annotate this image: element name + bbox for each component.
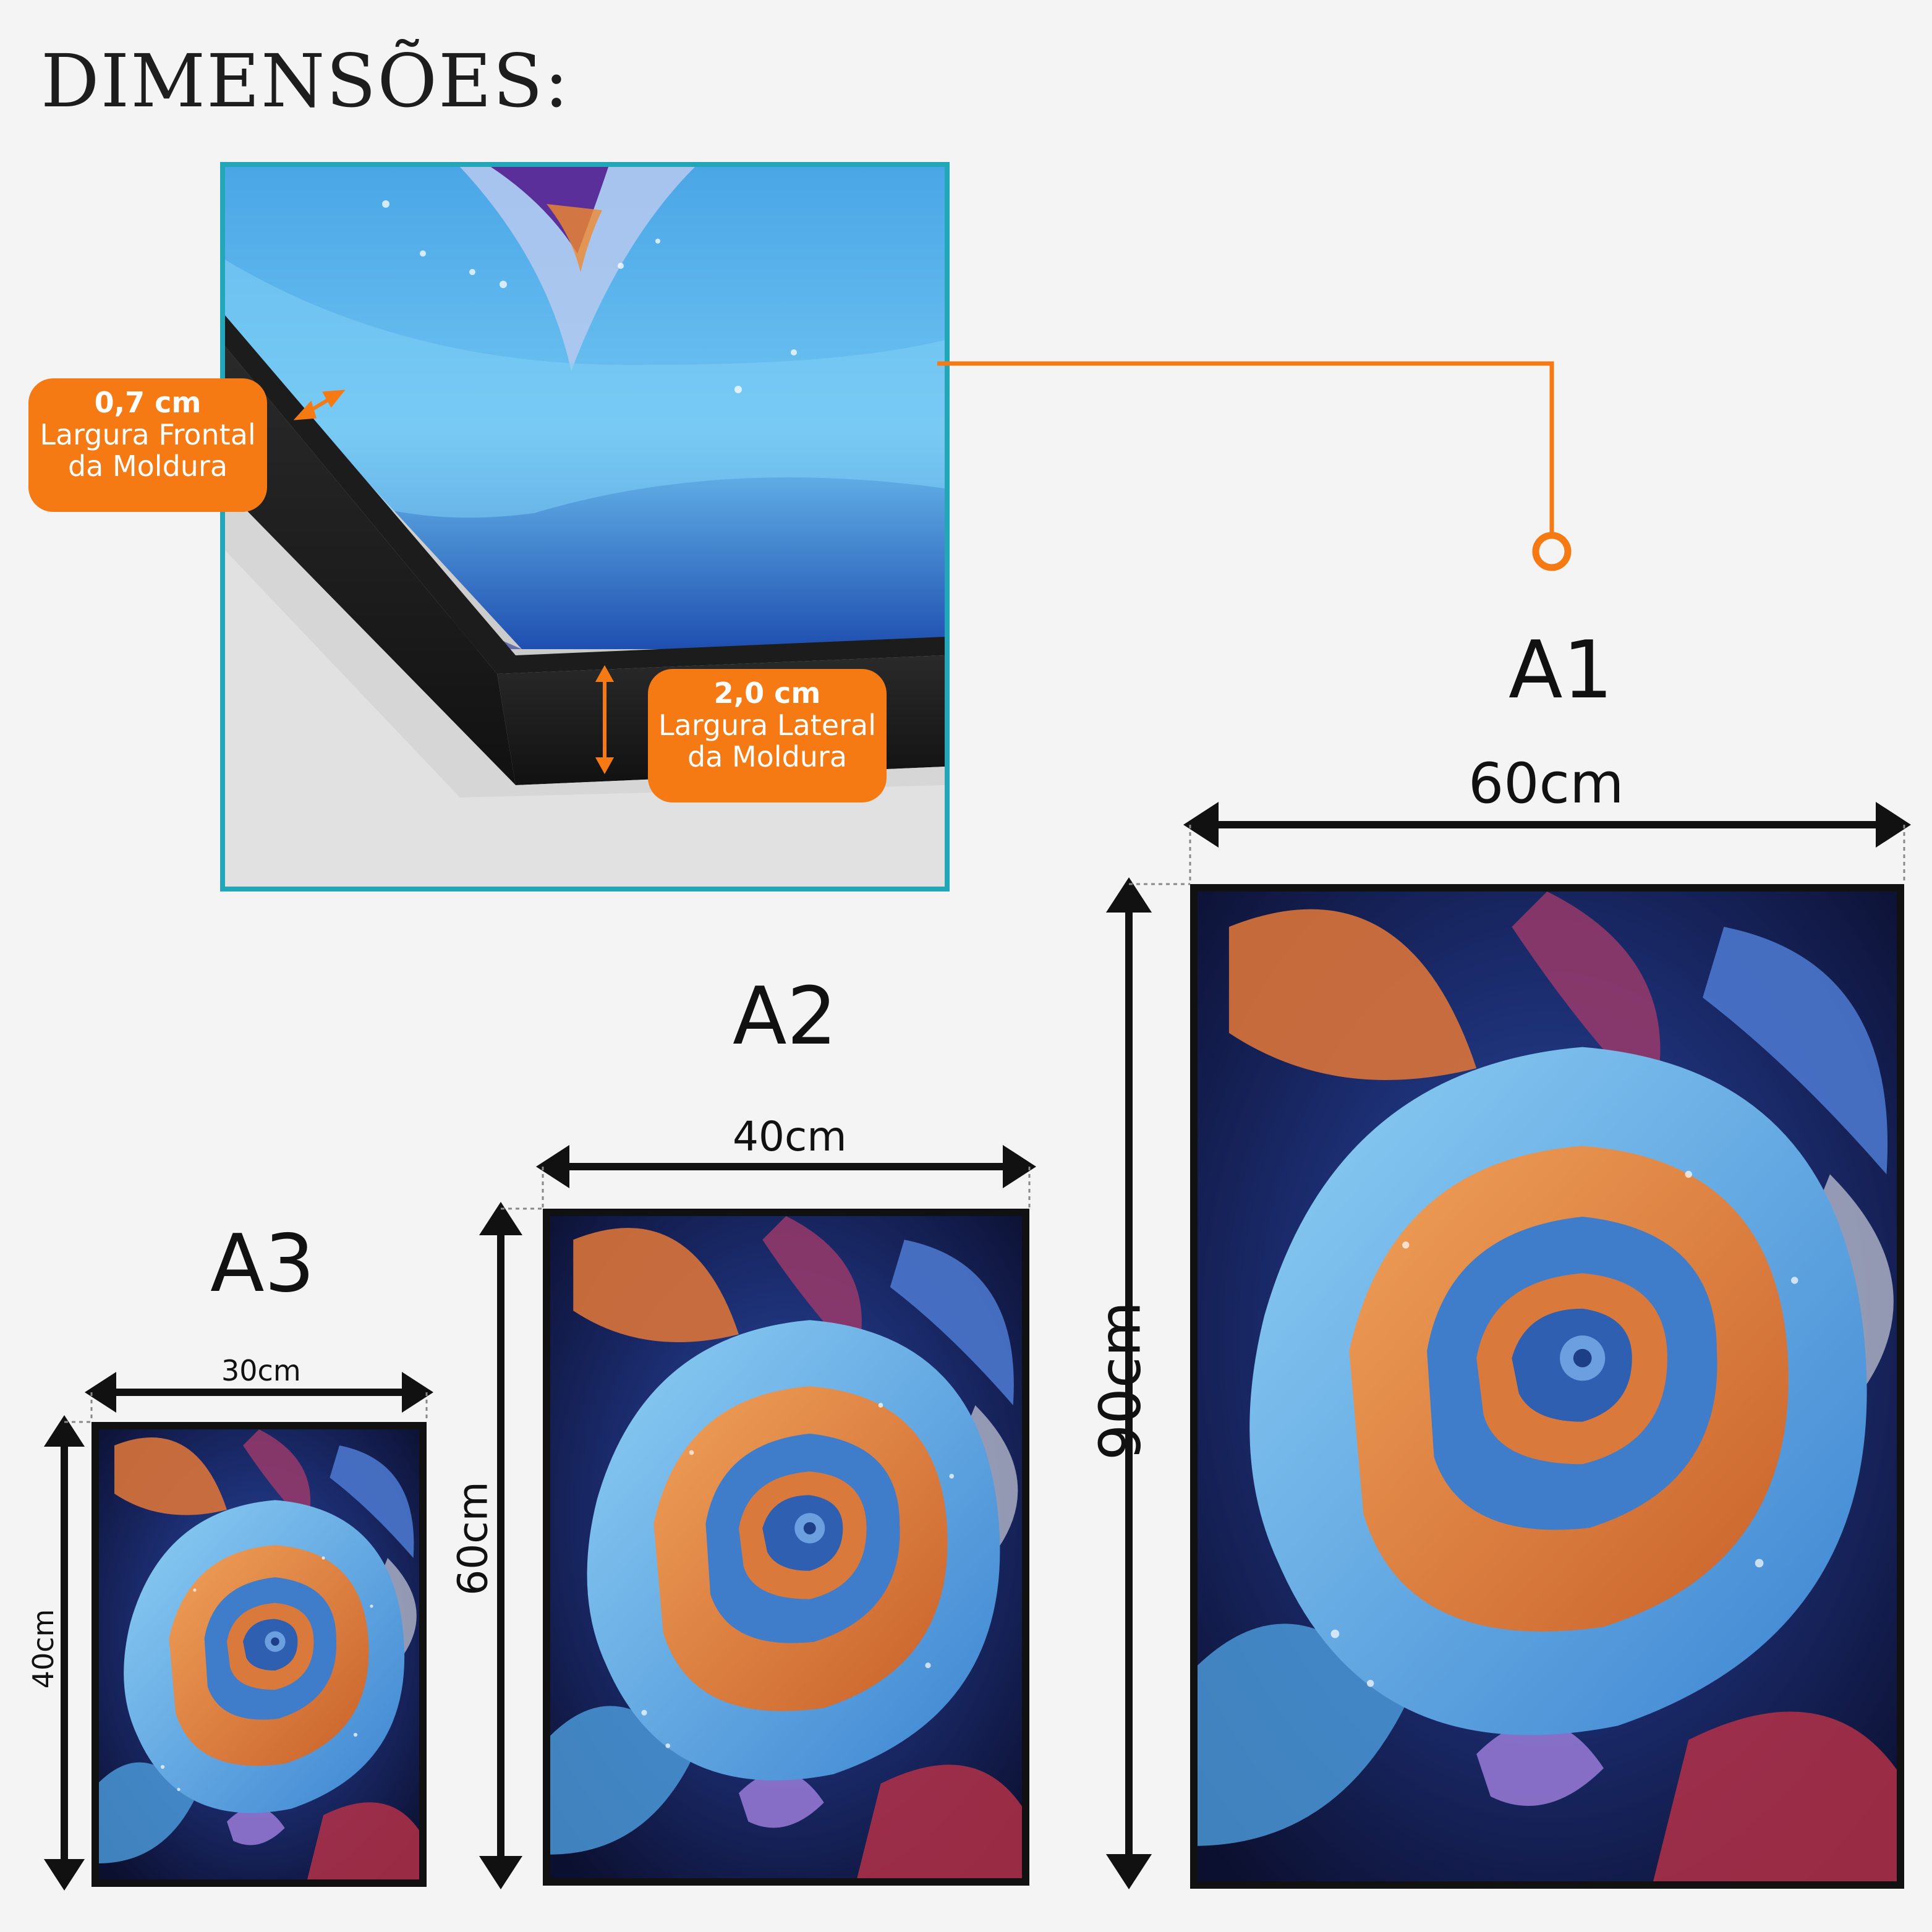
size-a2-name: A2 xyxy=(733,971,837,1063)
size-a3-width: 30cm xyxy=(221,1354,301,1387)
size-a3-poster xyxy=(91,1422,427,1887)
front-width-label-line2: da Moldura xyxy=(67,449,228,483)
size-a3-height: 40cm xyxy=(27,1609,60,1689)
side-width-value: 2,0 cm xyxy=(713,676,821,710)
page-title: DIMENSÕES: xyxy=(41,38,570,124)
size-a3-name: A3 xyxy=(210,1218,315,1310)
front-width-badge: 0,7 cm Largura Frontal da Moldura xyxy=(28,378,267,512)
side-width-label-line1: Largura Lateral xyxy=(658,708,877,742)
front-width-value: 0,7 cm xyxy=(94,386,202,419)
connector-circle-icon xyxy=(1532,532,1572,571)
size-a1-poster xyxy=(1190,884,1904,1889)
size-a2-poster xyxy=(543,1209,1029,1886)
front-width-label-line1: Largura Frontal xyxy=(40,417,256,451)
size-a1-width: 60cm xyxy=(1468,751,1624,816)
size-a1-height: 90cm xyxy=(1087,1301,1154,1461)
size-a1-name: A1 xyxy=(1509,624,1613,717)
size-a2-width: 40cm xyxy=(733,1113,847,1160)
double-arrow-icon xyxy=(293,389,615,775)
side-width-label-line2: da Moldura xyxy=(687,740,848,774)
side-width-badge: 2,0 cm Largura Lateral da Moldura xyxy=(648,669,887,802)
size-a2-height: 60cm xyxy=(449,1481,497,1596)
